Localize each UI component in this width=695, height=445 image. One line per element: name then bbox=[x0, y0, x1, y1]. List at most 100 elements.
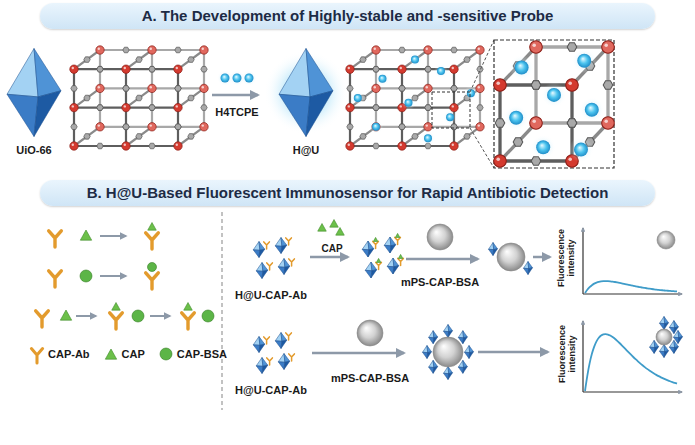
process-arrow bbox=[100, 275, 126, 277]
rod bbox=[74, 127, 100, 146]
dot bbox=[452, 144, 454, 146]
dot bbox=[532, 43, 536, 47]
facet bbox=[477, 66, 483, 72]
facet bbox=[149, 143, 155, 149]
octahedron bbox=[444, 325, 453, 338]
fluorescence-plot: Fluorescence intensity bbox=[556, 315, 688, 400]
legend-entry: CAP bbox=[102, 343, 145, 365]
dot bbox=[124, 144, 126, 146]
dot bbox=[124, 67, 126, 69]
facet bbox=[347, 124, 353, 130]
facet bbox=[433, 331, 438, 338]
facet bbox=[259, 249, 265, 257]
facet bbox=[451, 124, 457, 130]
facet bbox=[136, 57, 142, 63]
facet bbox=[71, 124, 77, 130]
octahedron bbox=[253, 337, 265, 353]
dot bbox=[530, 41, 543, 54]
tcpe-dot bbox=[585, 103, 599, 117]
probe-cluster: H@U-CAP-Ab bbox=[233, 325, 309, 398]
y-axis bbox=[582, 228, 583, 294]
dot bbox=[452, 67, 454, 69]
dot-halo bbox=[241, 70, 257, 86]
cap-triangle bbox=[318, 224, 327, 232]
octahedron bbox=[256, 263, 268, 279]
dot-halo bbox=[531, 135, 556, 160]
dot bbox=[202, 48, 204, 50]
octahedron bbox=[362, 241, 374, 257]
facet bbox=[393, 266, 399, 274]
tcpe-dot bbox=[515, 61, 529, 75]
dot bbox=[476, 46, 484, 54]
legend-sample bbox=[157, 343, 175, 365]
facet bbox=[136, 95, 142, 101]
facet bbox=[528, 262, 533, 269]
dot bbox=[424, 46, 432, 54]
octahedron bbox=[465, 346, 474, 359]
facet bbox=[390, 245, 396, 253]
dot bbox=[348, 67, 350, 69]
process-arrow bbox=[312, 352, 404, 355]
facet bbox=[678, 331, 683, 338]
dot bbox=[602, 117, 615, 130]
octahedron bbox=[256, 358, 268, 374]
facet bbox=[175, 124, 181, 130]
dot-halo bbox=[408, 52, 422, 66]
rod bbox=[350, 88, 376, 107]
zoom-box bbox=[494, 40, 614, 168]
dot bbox=[72, 144, 74, 146]
rod bbox=[126, 50, 152, 69]
x-axis bbox=[583, 293, 682, 294]
dot bbox=[426, 86, 428, 88]
facet bbox=[469, 346, 474, 353]
facet bbox=[463, 367, 468, 374]
process-arrow bbox=[406, 258, 478, 261]
octahedron bbox=[275, 333, 287, 349]
facet bbox=[306, 49, 333, 97]
process-arrow bbox=[212, 94, 258, 97]
facet bbox=[201, 66, 207, 72]
dot bbox=[426, 124, 428, 126]
dot bbox=[426, 48, 428, 50]
tcpe-dot bbox=[424, 134, 432, 142]
dot-halo bbox=[572, 48, 597, 73]
facet bbox=[664, 345, 669, 352]
dot-halo bbox=[434, 64, 448, 78]
facet bbox=[362, 241, 369, 250]
cap-triangle bbox=[105, 349, 116, 359]
facet bbox=[399, 124, 405, 130]
node-label: H@U-CAP-Ab bbox=[235, 289, 307, 302]
dot bbox=[176, 144, 178, 146]
dot bbox=[424, 123, 432, 131]
facet bbox=[384, 237, 391, 246]
legend-sample bbox=[102, 343, 120, 365]
facet bbox=[373, 143, 379, 149]
dot bbox=[202, 124, 204, 126]
cap-bsa-circle bbox=[132, 310, 144, 322]
cap-triangle bbox=[373, 237, 378, 241]
dot bbox=[604, 119, 608, 123]
microsphere: mPS-CAP-BSA bbox=[399, 222, 482, 290]
dot-halo bbox=[509, 55, 534, 80]
octahedron bbox=[660, 317, 669, 330]
rod bbox=[454, 127, 480, 146]
dot bbox=[532, 119, 536, 123]
octahedron bbox=[650, 340, 659, 353]
facet bbox=[464, 57, 470, 63]
facet bbox=[373, 66, 379, 72]
rod bbox=[74, 88, 100, 107]
facet bbox=[495, 119, 505, 127]
legend-label: CAP-Ab bbox=[48, 348, 90, 360]
dot bbox=[174, 142, 182, 150]
facet bbox=[188, 134, 194, 140]
facet bbox=[425, 66, 431, 72]
dot bbox=[70, 142, 78, 150]
dot bbox=[478, 124, 480, 126]
facet bbox=[373, 105, 379, 111]
dot bbox=[450, 65, 458, 73]
facet bbox=[674, 321, 679, 328]
facet bbox=[463, 337, 468, 344]
antibody-icon bbox=[110, 313, 123, 329]
facet bbox=[278, 354, 285, 363]
octahedron-crystal: UiO-66 bbox=[2, 45, 66, 158]
